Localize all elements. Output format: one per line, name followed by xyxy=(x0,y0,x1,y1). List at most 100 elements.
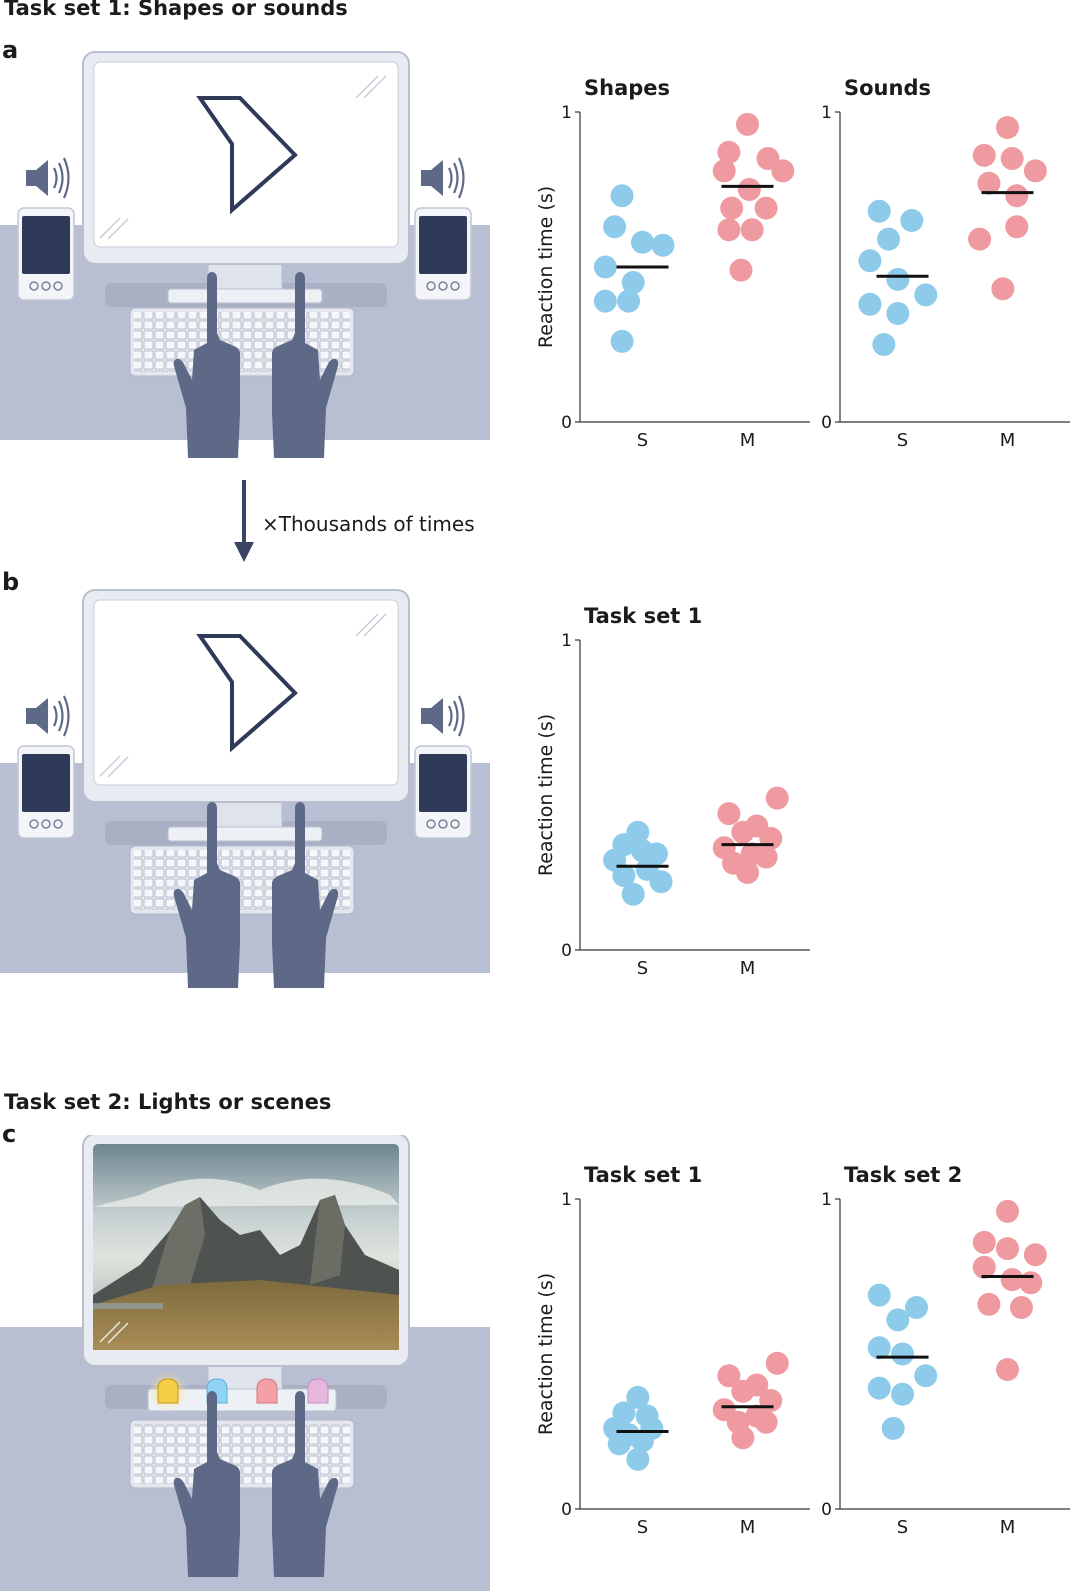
y-tick-label: 0 xyxy=(821,413,832,433)
mixed-task-point xyxy=(991,277,1015,301)
single-task-point xyxy=(858,292,882,316)
single-task-point xyxy=(651,233,675,257)
single-task-point xyxy=(617,289,641,313)
panel-label-c: c xyxy=(2,1120,17,1148)
x-tick-label: S xyxy=(897,1517,908,1538)
mixed-task-point xyxy=(754,196,778,220)
x-tick-label: M xyxy=(740,958,756,979)
chart-title: Task set 2 xyxy=(844,1163,962,1187)
mixed-task-point xyxy=(996,116,1019,139)
mixed-task-point xyxy=(736,861,759,884)
left-speaker xyxy=(17,207,75,301)
mixed-task-point xyxy=(717,1364,741,1388)
y-tick-label: 0 xyxy=(561,941,572,961)
right-sound-icon xyxy=(419,694,465,738)
single-task-point xyxy=(886,1308,910,1332)
y-tick-label: 0 xyxy=(821,1500,832,1520)
x-tick-label: M xyxy=(740,430,756,451)
single-task-point xyxy=(886,267,910,291)
mixed-task-point xyxy=(1000,147,1024,170)
single-task-point xyxy=(626,1385,650,1409)
mixed-task-point xyxy=(731,820,755,844)
x-tick-label: M xyxy=(740,1517,756,1538)
y-axis-label: Reaction time (s) xyxy=(535,186,557,348)
x-tick-label: S xyxy=(637,430,648,451)
single-task-point xyxy=(603,215,627,239)
x-tick-label: S xyxy=(637,958,648,979)
pink-light xyxy=(307,1378,329,1404)
single-task-point xyxy=(593,289,617,313)
shape-stimulus xyxy=(196,634,298,753)
task-set-2-heading: Task set 2: Lights or scenes xyxy=(4,1090,332,1114)
left-sound-icon xyxy=(24,694,70,738)
mixed-task-point xyxy=(720,196,744,220)
right-speaker xyxy=(414,745,472,839)
single-task-point xyxy=(621,271,645,294)
mixed-task-point xyxy=(740,218,764,242)
single-task-point xyxy=(621,882,645,906)
mixed-task-point xyxy=(717,140,741,164)
single-task-point xyxy=(886,302,910,325)
single-task-point xyxy=(626,1447,650,1471)
mixed-task-point xyxy=(977,1292,1001,1316)
left-sound-icon xyxy=(24,156,70,200)
mixed-task-point xyxy=(771,159,795,183)
single-task-point xyxy=(914,1364,938,1388)
left-speaker xyxy=(17,745,75,839)
single-task-point xyxy=(877,227,901,251)
mixed-task-point xyxy=(737,178,761,201)
chart-title: Sounds xyxy=(844,76,931,100)
single-task-point xyxy=(631,230,654,254)
mixed-task-point xyxy=(1009,1296,1033,1319)
y-tick-label: 1 xyxy=(821,103,832,123)
mixed-task-point xyxy=(977,171,1001,195)
mixed-task-point xyxy=(712,159,736,183)
task-set-1-heading: Task set 1: Shapes or sounds xyxy=(4,0,348,20)
mixed-task-point xyxy=(731,1426,755,1450)
mixed-task-point xyxy=(1005,184,1029,208)
single-task-point xyxy=(872,333,896,356)
mixed-task-point xyxy=(1023,1243,1047,1267)
single-task-point xyxy=(867,1283,891,1307)
single-task-point xyxy=(891,1382,914,1406)
y-tick-label: 1 xyxy=(821,1190,832,1210)
chart-title: Shapes xyxy=(584,76,670,100)
chart-title: Task set 1 xyxy=(584,1163,702,1187)
y-tick-label: 1 xyxy=(561,103,572,123)
single-task-point xyxy=(593,255,617,279)
mixed-task-point xyxy=(729,258,753,282)
thousands-of-times-label: ×Thousands of times xyxy=(262,512,475,536)
single-task-point xyxy=(649,870,673,894)
y-axis-label: Reaction time (s) xyxy=(535,714,557,876)
single-task-point xyxy=(867,1376,891,1400)
red-light xyxy=(256,1378,278,1404)
mixed-task-point xyxy=(968,227,992,251)
single-task-point xyxy=(900,209,924,232)
yellow-light xyxy=(157,1378,179,1404)
x-tick-label: M xyxy=(1000,430,1016,451)
mixed-task-point xyxy=(754,1410,778,1434)
single-task-point xyxy=(904,1296,928,1319)
single-task-point xyxy=(612,864,636,888)
panel-label-b: b xyxy=(2,568,20,596)
single-task-point xyxy=(631,1429,654,1453)
x-tick-label: S xyxy=(637,1517,648,1538)
mixed-task-point xyxy=(1019,1271,1043,1295)
mixed-task-point xyxy=(972,143,996,167)
mixed-task-point xyxy=(996,1358,1019,1381)
single-task-point xyxy=(867,199,891,223)
single-task-point xyxy=(867,1336,891,1360)
single-task-point xyxy=(610,184,634,208)
y-axis-label: Reaction time (s) xyxy=(535,1273,557,1435)
landscape-scene xyxy=(93,1144,399,1350)
single-task-point xyxy=(607,1432,631,1456)
panel-label-a: a xyxy=(2,36,19,64)
monitor-screen xyxy=(93,61,399,248)
mixed-task-point xyxy=(972,1255,996,1279)
single-task-point xyxy=(858,249,882,273)
single-task-point xyxy=(881,1416,905,1440)
